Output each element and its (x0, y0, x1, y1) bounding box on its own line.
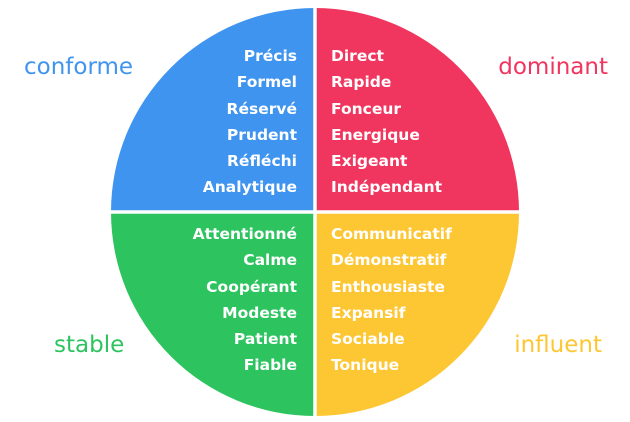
trait-item: Patient (233, 330, 297, 349)
trait-item: Fiable (243, 356, 297, 375)
quadrant-influent (315, 212, 519, 416)
trait-item: Formel (236, 73, 297, 92)
quadrant-conforme (111, 8, 315, 212)
trait-item: Sociable (331, 330, 405, 349)
trait-item: Energique (331, 125, 420, 144)
trait-item: Expansif (331, 303, 406, 322)
trait-item: Analytique (202, 178, 297, 197)
trait-item: Précis (243, 47, 297, 65)
trait-item: Coopérant (206, 277, 297, 296)
trait-item: Réfléchi (227, 152, 297, 171)
traits-conforme: Précis Formel Réservé Prudent Réfléchi A… (203, 43, 297, 201)
label-influent: influent (514, 332, 602, 358)
trait-item: Attentionné (192, 225, 297, 243)
trait-item: Exigeant (331, 152, 408, 171)
label-dominant: dominant (498, 54, 608, 80)
trait-item: Enthousiaste (331, 277, 445, 296)
traits-dominant: Direct Rapide Fonceur Energique Exigeant… (331, 43, 442, 201)
trait-item: Tonique (331, 356, 400, 375)
traits-stable: Attentionné Calme Coopérant Modeste Pati… (193, 221, 297, 379)
trait-item: Calme (243, 251, 297, 270)
traits-influent: Communicatif Démonstratif Enthousiaste E… (331, 221, 452, 379)
trait-item: Fonceur (331, 99, 402, 118)
quadrant-stable (111, 212, 315, 416)
trait-item: Direct (331, 47, 384, 65)
trait-item: Indépendant (331, 178, 443, 197)
trait-item: Communicatif (331, 225, 452, 243)
trait-item: Démonstratif (331, 251, 447, 270)
label-conforme: conforme (24, 54, 134, 80)
trait-item: Rapide (331, 73, 392, 92)
label-stable: stable (54, 332, 125, 358)
trait-item: Modeste (222, 303, 297, 322)
trait-item: Réservé (226, 99, 297, 118)
trait-item: Prudent (226, 125, 297, 144)
quadrant-dominant (315, 8, 519, 212)
